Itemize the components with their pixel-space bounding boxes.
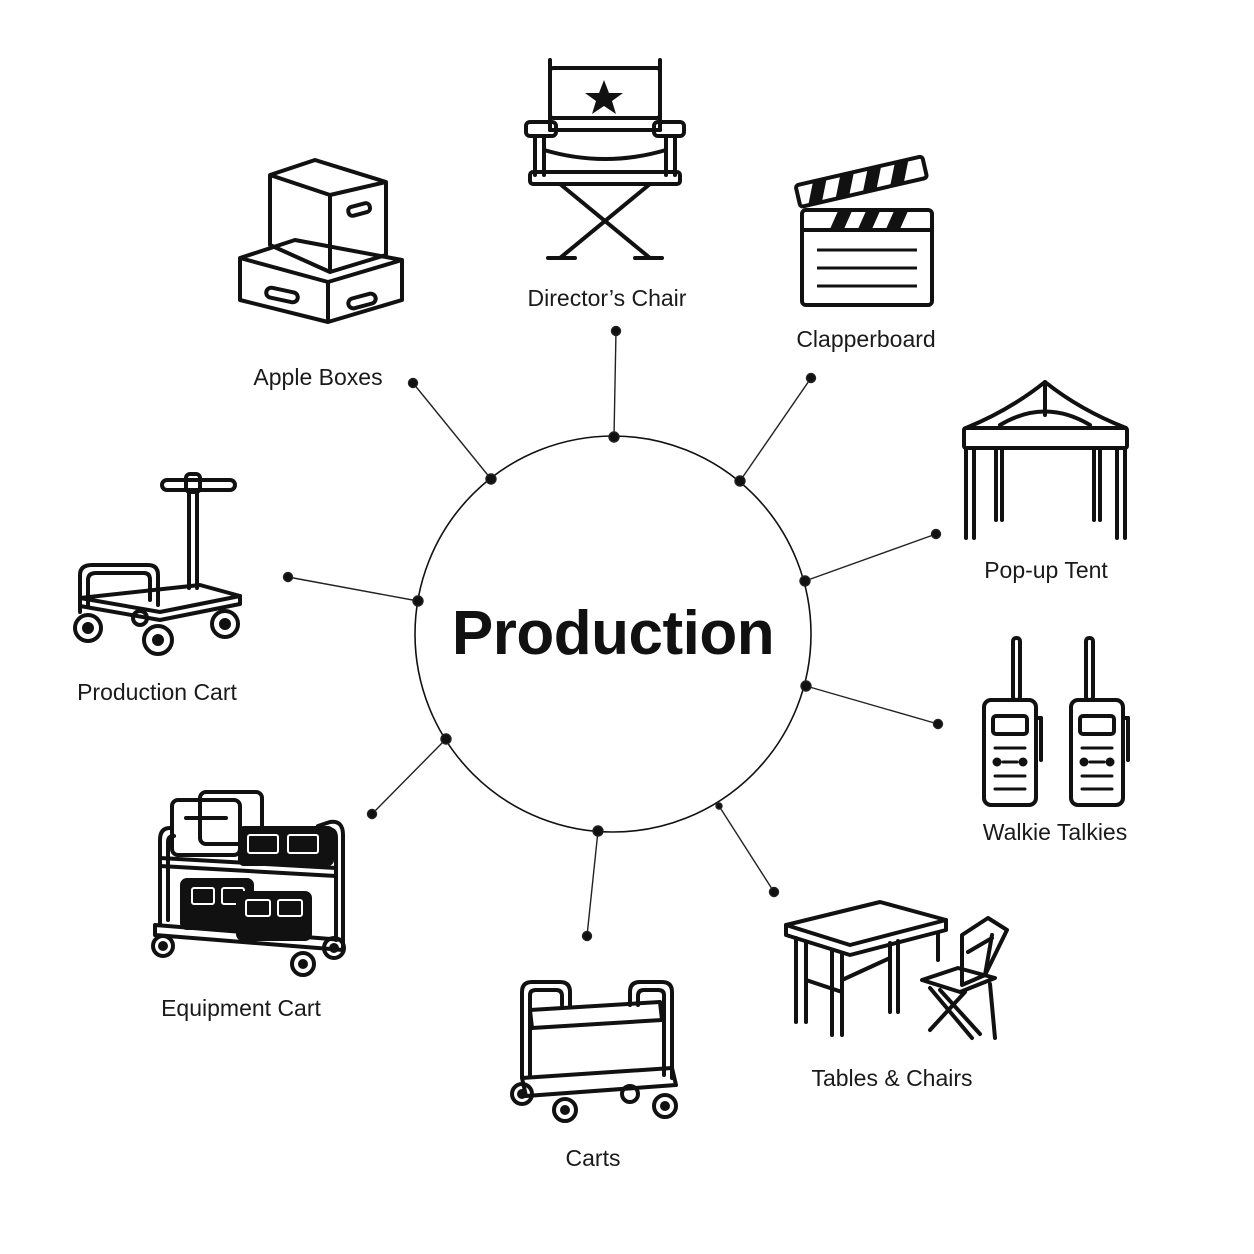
connector-equipment-cart — [366, 733, 452, 820]
connector-production-cart — [282, 571, 424, 607]
label-directors-chair: Director’s Chair — [527, 285, 687, 311]
connector-clapperboard — [734, 372, 817, 487]
connector-carts — [581, 825, 604, 942]
walkie-talkies-icon — [982, 636, 1130, 807]
label-tables-chairs: Tables & Chairs — [811, 1065, 973, 1091]
carts-icon — [510, 980, 678, 1123]
tables-chairs-icon — [784, 900, 1009, 1040]
hub-title: Production — [451, 599, 775, 668]
label-apple-boxes: Apple Boxes — [253, 364, 383, 390]
popup-tent-icon — [962, 380, 1129, 540]
label-popup-tent: Pop-up Tent — [984, 557, 1108, 583]
clapperboard-icon — [794, 154, 934, 307]
equipment-cart-icon — [151, 790, 346, 977]
connector-popup-tent — [799, 528, 942, 587]
label-equipment-cart: Equipment Cart — [161, 995, 321, 1021]
label-carts: Carts — [565, 1145, 621, 1171]
label-clapperboard: Clapperboard — [796, 326, 936, 352]
connector-tables-chairs — [715, 802, 780, 898]
connector-walkie-talkies — [800, 680, 944, 730]
production-cart-icon — [73, 472, 242, 656]
label-production-cart: Production Cart — [77, 679, 237, 705]
connectors — [282, 325, 944, 942]
directors-chair-icon — [524, 58, 686, 260]
connector-apple-boxes — [407, 377, 497, 485]
label-walkie-talkies: Walkie Talkies — [982, 819, 1128, 845]
apple-boxes-icon — [238, 158, 404, 324]
connector-directors-chair — [608, 325, 622, 443]
